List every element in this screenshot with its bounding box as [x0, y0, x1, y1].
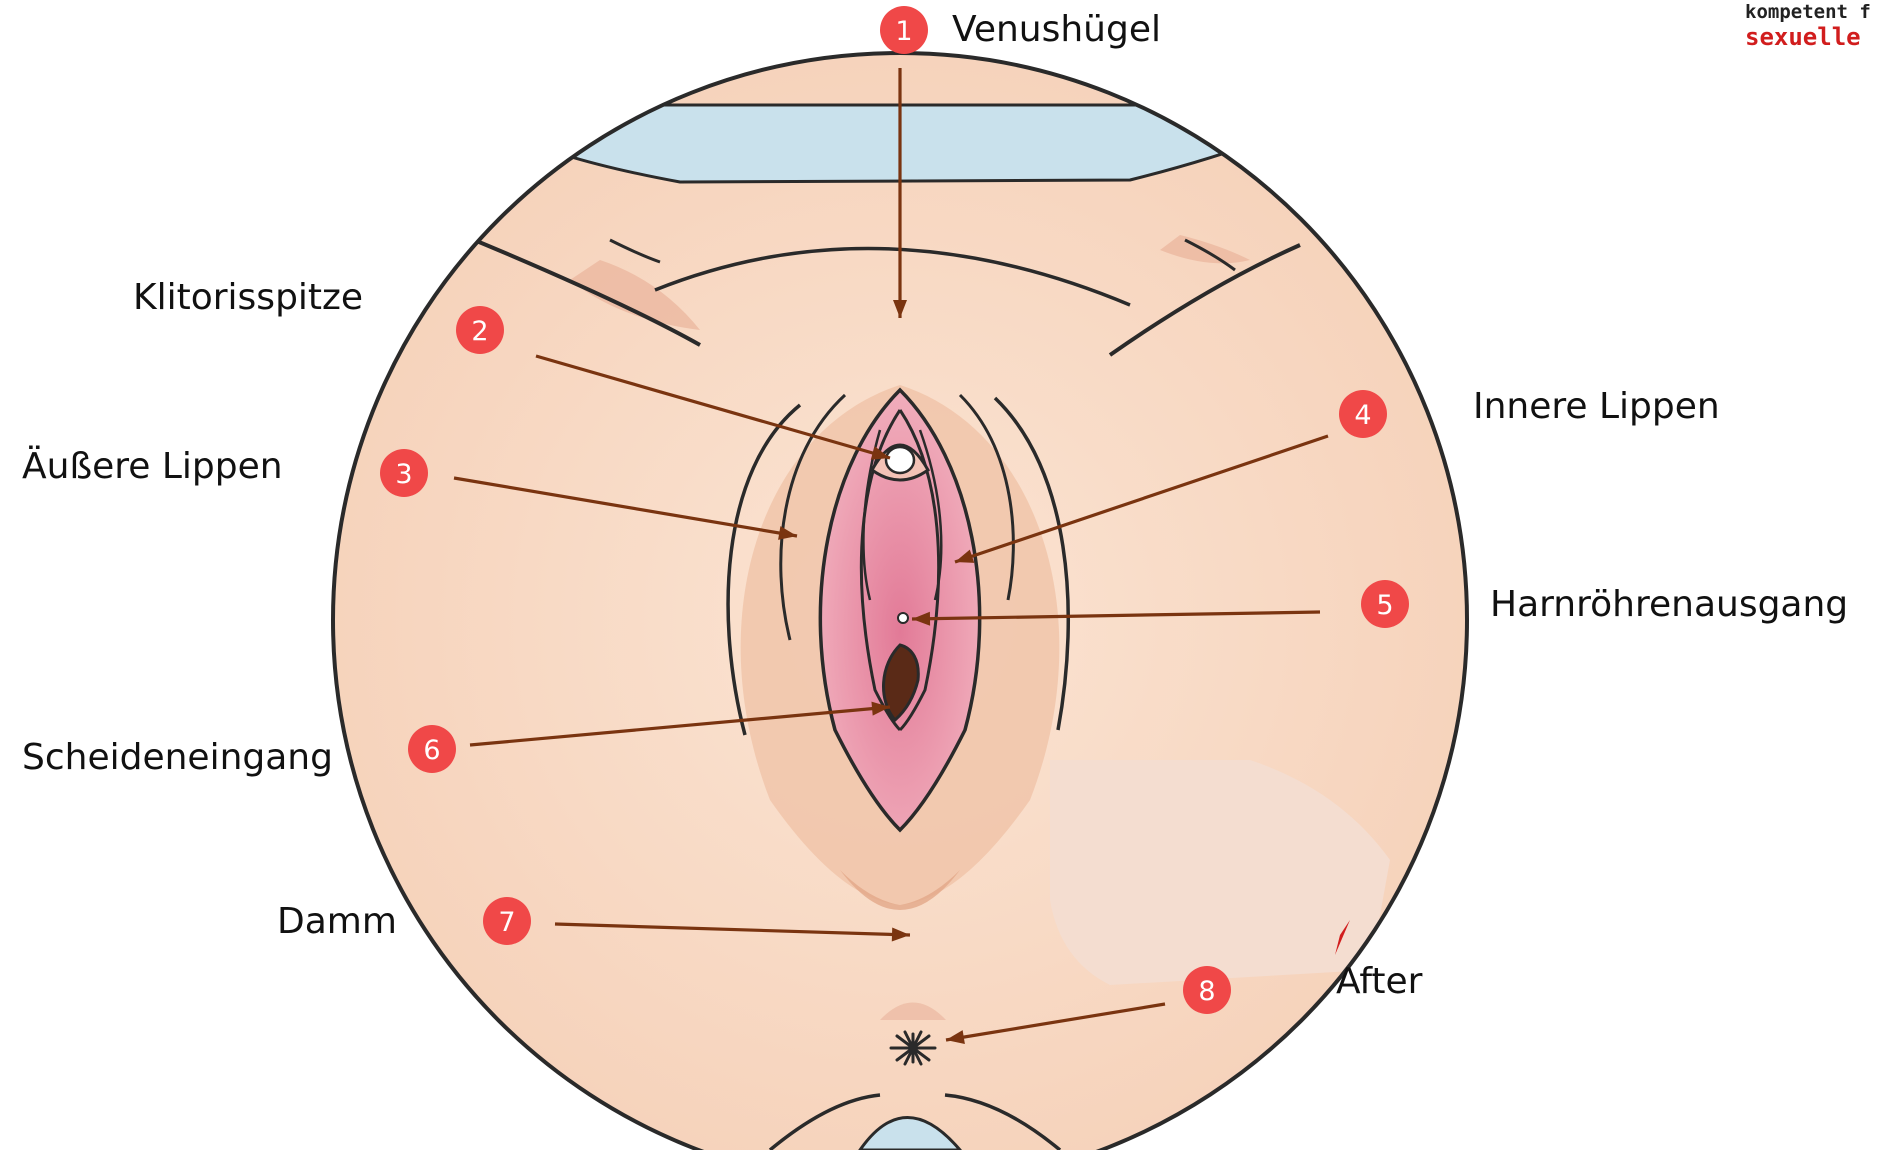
- corner-logo-text: kompetent f sexuelle: [1745, 2, 1871, 51]
- corner-text-line2: sexuelle: [1745, 24, 1871, 52]
- corner-text-line1: kompetent f: [1745, 2, 1871, 24]
- label-after: After: [1336, 964, 1422, 1000]
- number-marker-text: 2: [471, 316, 488, 347]
- label-venushuegel: Venushügel: [952, 12, 1161, 48]
- number-marker-text: 1: [895, 16, 912, 47]
- label-scheideneingang: Scheideneingang: [22, 740, 333, 776]
- label-aeussere-lippen: Äußere Lippen: [22, 449, 283, 485]
- label-klitorisspitze: Klitorisspitze: [133, 280, 363, 316]
- number-marker-text: 6: [423, 735, 440, 766]
- number-marker-text: 8: [1198, 976, 1215, 1007]
- number-marker-text: 4: [1354, 400, 1371, 431]
- label-harnroehrenausgang: Harnröhrenausgang: [1490, 587, 1848, 623]
- number-marker-text: 7: [498, 907, 515, 938]
- label-damm: Damm: [277, 904, 397, 940]
- label-innere-lippen: Innere Lippen: [1473, 389, 1720, 425]
- number-marker-text: 5: [1376, 590, 1393, 621]
- number-marker-text: 3: [395, 459, 412, 490]
